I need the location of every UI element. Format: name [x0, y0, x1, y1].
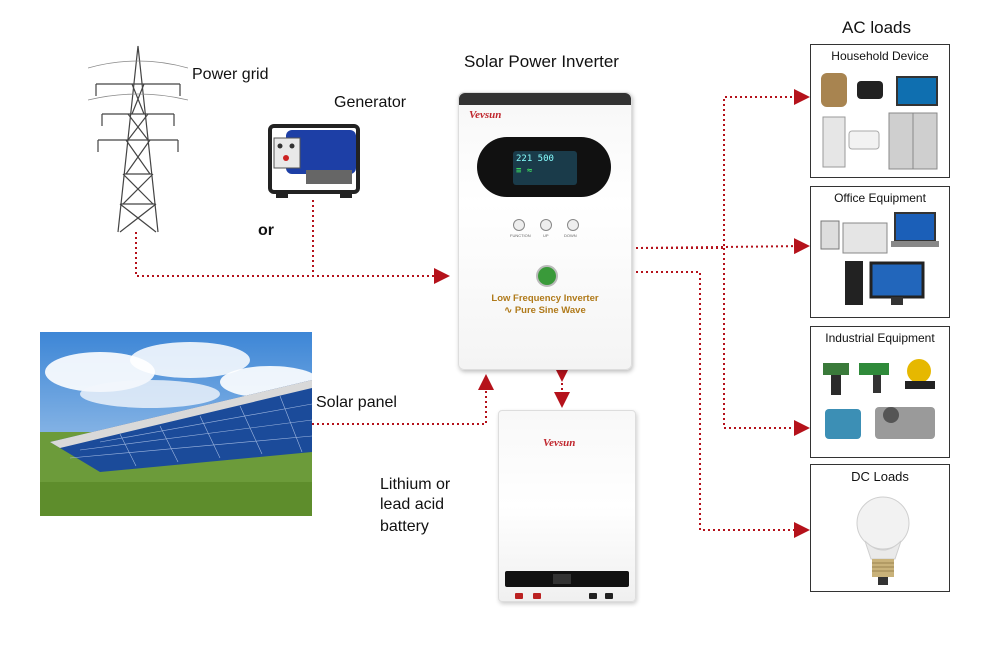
inverter-text-pure-sine: ∿ Pure Sine Wave — [459, 305, 631, 316]
wire-branch-industrial — [723, 248, 810, 436]
battery-terminal-pos-2 — [533, 593, 541, 599]
battery-brand: Vevsun — [543, 437, 576, 449]
industrial-title: Industrial Equipment — [825, 331, 935, 345]
generator-label: Generator — [334, 94, 407, 111]
office-equipment-icon — [820, 212, 939, 305]
light-bulb-icon — [856, 496, 910, 585]
power-grid-label: Power grid — [192, 66, 269, 83]
industrial-equipment-icon — [823, 359, 935, 439]
wire-inverter-to-office — [635, 238, 810, 255]
load-box-office: Office Equipment — [810, 186, 950, 318]
battery-terminal-pos-1 — [515, 593, 523, 599]
inverter-text-pure-sine-label: Pure Sine Wave — [514, 305, 586, 316]
household-title: Household Device — [831, 49, 929, 63]
battery-label-line1: Lithium or — [380, 476, 451, 493]
household-appliances-icon — [821, 73, 938, 170]
battery-mini-display — [553, 574, 571, 584]
office-title: Office Equipment — [834, 191, 926, 205]
inverter-lcd: 221 500 ≡ ≈ — [513, 151, 577, 185]
wire-grid-to-inverter — [135, 232, 450, 284]
up-button-label: UP — [543, 233, 549, 238]
lcd-icons: ≡ ≈ — [516, 166, 533, 176]
inverter-brand: Vevsun — [469, 109, 502, 121]
generator-icon — [268, 124, 360, 198]
inverter-text-low-frequency: Low Frequency Inverter — [491, 293, 599, 304]
solar-inverter: Vevsun 221 500 ≡ ≈ FUNCTION UP DOWN Low … — [458, 92, 632, 370]
function-button[interactable] — [513, 219, 525, 231]
solar-field-icon — [40, 332, 312, 516]
up-button[interactable] — [540, 219, 552, 231]
sine-wave-icon: ∿ — [504, 305, 515, 316]
load-box-industrial: Industrial Equipment — [810, 326, 950, 458]
wire-inverter-to-industrial — [636, 271, 810, 538]
lcd-readout: 221 500 — [516, 154, 554, 164]
load-box-dc: DC Loads — [810, 464, 950, 592]
power-tower-icon — [88, 45, 188, 233]
battery-display-bar — [505, 571, 629, 587]
down-button-label: DOWN — [564, 233, 577, 238]
dc-loads-title: DC Loads — [851, 469, 909, 484]
battery-label-line3: battery — [380, 518, 429, 535]
solar-panel-image — [40, 332, 312, 516]
inverter-title: Solar Power Inverter — [464, 52, 619, 71]
battery-terminal-neg-2 — [605, 593, 613, 599]
down-button[interactable] — [567, 219, 579, 231]
power-button[interactable] — [536, 265, 558, 287]
wire-inverter-to-household — [636, 89, 810, 249]
battery-terminal-neg-1 — [589, 593, 597, 599]
battery-unit: Vevsun — [498, 410, 636, 602]
function-button-label: FUNCTION — [510, 233, 531, 238]
inverter-display: 221 500 ≡ ≈ — [477, 137, 611, 197]
battery-label-line2: lead acid — [380, 496, 445, 513]
inverter-top-cap — [459, 93, 631, 105]
load-box-household: Household Device — [810, 44, 950, 178]
solar-panel-label: Solar panel — [316, 394, 397, 411]
or-label: or — [258, 222, 274, 239]
ac-loads-title: AC loads — [842, 18, 911, 37]
